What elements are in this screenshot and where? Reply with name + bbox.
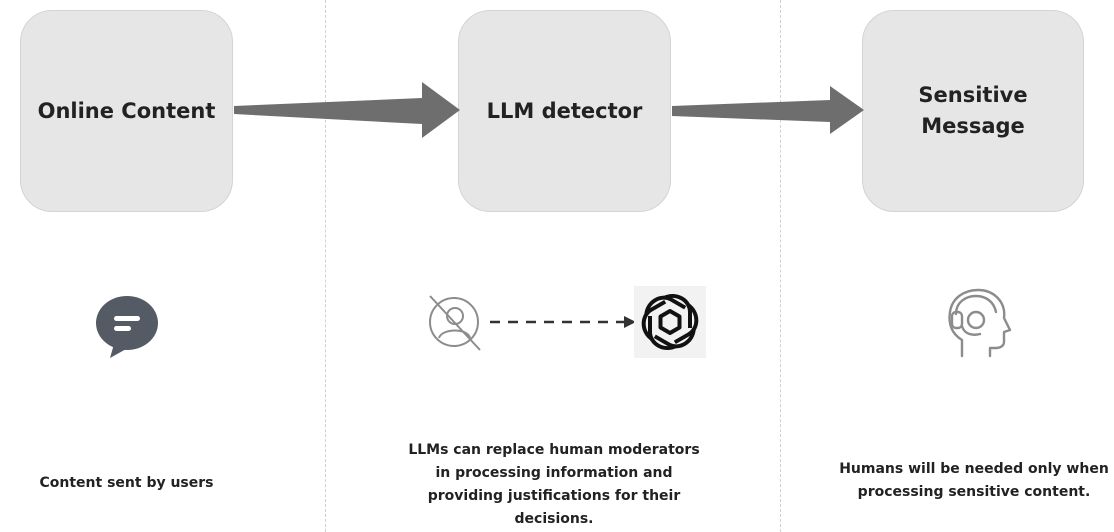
- stage-box-sensitive-message: Sensitive Message: [862, 10, 1084, 212]
- stage-title-online-content: Online Content: [37, 98, 216, 123]
- dashed-connector-arrow: [490, 316, 636, 328]
- flow-arrow-2: [672, 86, 864, 134]
- flow-arrow-1: [234, 82, 460, 138]
- caption-online-content: Content sent by users: [39, 475, 214, 491]
- caption-llm-detector: LLMs can replace human moderators in pro…: [408, 442, 700, 527]
- human-headset-icon: [948, 288, 1012, 358]
- caption-sensitive-message: Humans will be needed only when processi…: [839, 461, 1109, 500]
- stage-title-sensitive-message: Sensitive Message: [918, 83, 1028, 138]
- column-divider-left: [325, 0, 326, 532]
- stage-box-llm-detector: LLM detector: [458, 10, 671, 212]
- openai-logo-icon: [634, 286, 706, 358]
- column-divider-right: [780, 0, 781, 532]
- stage-title-llm-detector: LLM detector: [486, 98, 643, 123]
- stage-box-online-content: Online Content: [20, 10, 233, 212]
- chat-bubble-icon: [96, 296, 158, 358]
- no-human-icon: [429, 295, 481, 351]
